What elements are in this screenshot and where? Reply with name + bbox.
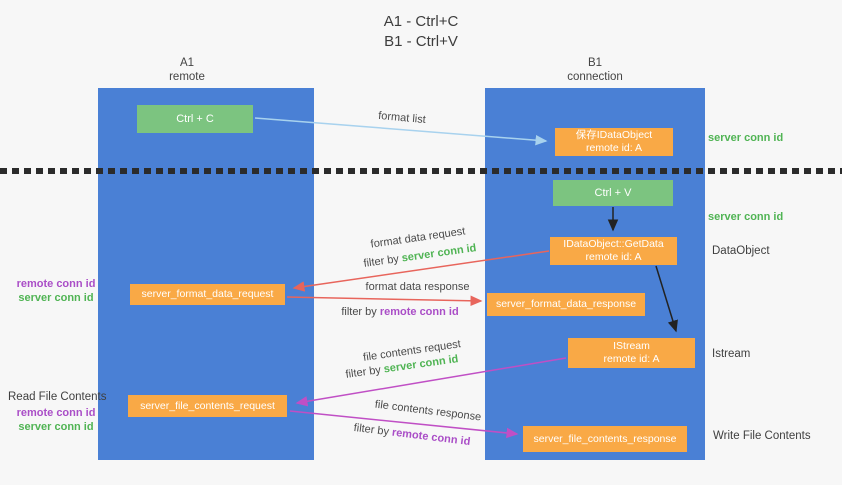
write-file-contents-label: Write File Contents [713, 430, 811, 442]
ctrl-c-node: Ctrl + C [137, 105, 253, 133]
istream-line1: IStream [613, 340, 650, 352]
ctrl-v-label: Ctrl + V [594, 186, 632, 199]
filter-value: remote conn id [379, 306, 459, 318]
save-idataobject-node: 保存IDataObject remote id: A [555, 128, 673, 156]
file-contents-response-arrow [289, 410, 519, 439]
format-conn-id-pair: remote conn id server conn id [6, 277, 106, 305]
server-format-data-request-label: server_format_data_request [141, 288, 274, 300]
getdata-to-istream-arrow [655, 265, 678, 333]
ctrl-v-node: Ctrl + V [553, 180, 673, 206]
server-file-contents-request-node: server_file_contents_request [128, 395, 287, 417]
save-idataobject-line1: 保存IDataObject [575, 129, 653, 141]
format-list-arrow [254, 117, 548, 146]
format-server-conn-id-label: server conn id [18, 292, 94, 304]
file-contents-request-arrow [295, 357, 567, 407]
ctrl-c-label: Ctrl + C [176, 112, 214, 125]
read-file-contents-label: Read File Contents [8, 391, 107, 403]
diagram-title: A1 - Ctrl+C B1 - Ctrl+V [0, 12, 842, 52]
server-format-data-response-label: server_format_data_response [495, 298, 637, 310]
idataobject-getdata-node: IDataObject::GetData remote id: A [550, 237, 677, 265]
server-file-contents-request-label: server_file_contents_request [140, 399, 275, 412]
istream-side-label: Istream [712, 348, 751, 360]
format-data-response-label: format data response [365, 281, 470, 293]
title-line-1: A1 - Ctrl+C [383, 13, 459, 30]
file-conn-id-pair: remote conn id server conn id [6, 406, 106, 434]
column-header-b1: B1 connection [515, 56, 675, 84]
column-b1-role: connection [567, 71, 623, 83]
server-conn-id-label-mid: server conn id [708, 211, 784, 223]
column-a1-name: A1 [179, 57, 195, 69]
save-idataobject-line2: remote id: A [585, 142, 643, 154]
server-format-data-response-node: server_format_data_response [487, 293, 645, 316]
dataobject-label: DataObject [712, 245, 770, 257]
istream-node: IStream remote id: A [568, 338, 695, 368]
server-format-data-request-node: server_format_data_request [130, 284, 285, 305]
istream-line2: remote id: A [603, 353, 660, 365]
format-data-response-arrow [286, 295, 483, 307]
title-line-2: B1 - Ctrl+V [384, 33, 458, 50]
getdata-line1: IDataObject::GetData [563, 238, 664, 250]
getdata-line2: remote id: A [585, 251, 642, 263]
server-conn-id-label-top: server conn id [708, 132, 784, 144]
file-server-conn-id-label: server conn id [18, 421, 94, 433]
file-remote-conn-id-label: remote conn id [16, 407, 96, 419]
server-file-contents-response-label: server_file_contents_response [533, 432, 677, 445]
format-data-request-arrow [292, 250, 550, 292]
column-a1-role: remote [169, 71, 205, 83]
column-b1-name: B1 [587, 57, 603, 69]
filter-prefix: filter by [341, 306, 380, 318]
copy-paste-divider-line [0, 168, 842, 174]
column-header-a1: A1 remote [107, 56, 267, 84]
format-remote-conn-id-label: remote conn id [16, 278, 96, 290]
server-file-contents-response-node: server_file_contents_response [523, 426, 687, 452]
filter-by-remote-conn-id-label-1: filter by remote conn id [340, 306, 460, 318]
